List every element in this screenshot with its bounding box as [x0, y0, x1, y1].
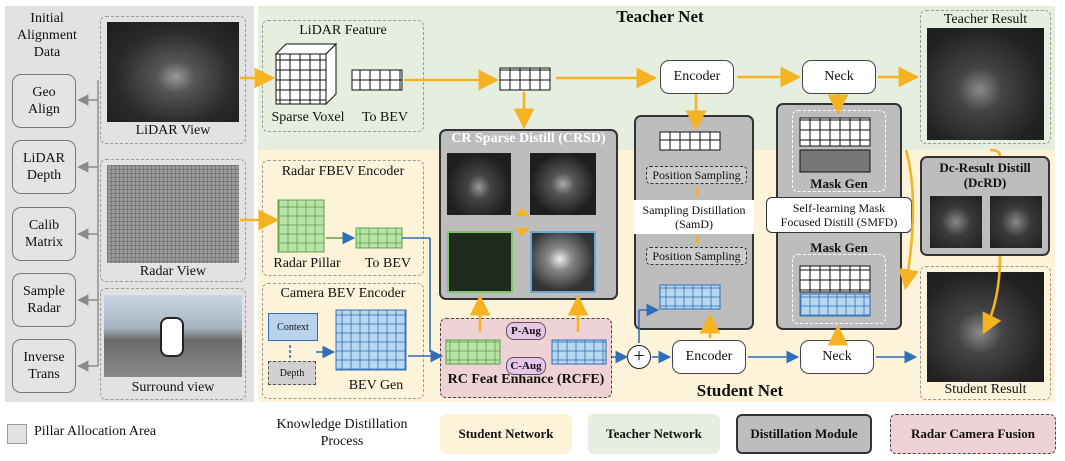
camera-encoder-label: Camera BEV Encoder [280, 286, 406, 301]
mask-student-grid-2 [799, 293, 871, 317]
lidar-view-label: LiDAR View [135, 123, 211, 138]
student-result-label: Student Result [944, 382, 1027, 397]
radar-pillar-label: Radar Pillar [273, 256, 341, 271]
p-aug-chip: P-Aug [506, 322, 546, 340]
sparse-voxel-label: Sparse Voxel [271, 110, 345, 125]
teacher-bev-grid-2 [499, 67, 551, 91]
context-block: Context [268, 313, 318, 341]
fusion-sum-icon: + [627, 345, 651, 369]
mask-gen-top-label: Mask Gen [810, 176, 868, 191]
sidebar-title: Initial Alignment Data [17, 11, 77, 60]
radar-view-label: Radar View [139, 264, 207, 279]
camera-bev-cube [335, 309, 407, 371]
teacher-net-title: Teacher Net [616, 7, 704, 26]
student-to-bev-label: To BEV [364, 256, 412, 271]
dcrd-title: Dc-Result Distill(DcRD) [939, 160, 1031, 190]
legend-radar-camera-fusion: Radar Camera Fusion [890, 414, 1056, 454]
sidebar-arrows [77, 80, 99, 372]
legend-distillation-module: Distillation Module [736, 414, 872, 454]
student-neck: Neck [800, 340, 874, 374]
student-flow-arrows [289, 237, 918, 364]
samd-teacher-grid [659, 131, 721, 151]
ego-car-icon [160, 317, 184, 357]
rcfe-camera-grid [551, 339, 607, 365]
kd-arrows [240, 66, 1002, 346]
radar-bev-grid [355, 227, 403, 249]
camera-encoder-panel [262, 283, 424, 399]
teacher-encoder: Encoder [660, 60, 734, 94]
mask-student-grid [799, 265, 871, 293]
crsd-title: CR Sparse Distill (CRSD) [451, 131, 606, 146]
teacher-bev-grid [351, 69, 403, 91]
legend-teacher-network: Teacher Network [588, 414, 720, 454]
crsd-lidar-image [447, 153, 511, 215]
mask-gen-bottom-panel [792, 254, 886, 324]
dcrd-image-right [990, 196, 1042, 248]
rcfe-radar-grid [445, 339, 501, 365]
rcfe-title: RC Feat Enhance (RCFE) [447, 372, 605, 387]
radar-view-image [107, 165, 239, 263]
student-result-panel [920, 266, 1051, 400]
legend-pillar-label: Pillar Allocation Area [34, 424, 157, 439]
crsd-radar-feature-image [447, 231, 513, 293]
surround-view-panel [100, 288, 246, 400]
samd-student-grid [659, 284, 721, 310]
teacher-result-image [927, 28, 1044, 140]
teacher-to-bev-label: To BEV [361, 110, 409, 125]
legend-student-network: Student Network [440, 414, 572, 454]
bev-gen-label: BEV Gen [348, 378, 404, 393]
teacher-neck: Neck [802, 60, 876, 94]
student-net-title: Student Net [696, 381, 784, 400]
samd-label: Sampling Distillation(SamD) [634, 200, 754, 234]
lidar-view-panel [100, 16, 246, 144]
position-sampling-bottom: Position Sampling [646, 247, 747, 265]
teacher-result-label: Teacher Result [943, 12, 1028, 27]
sparse-voxel-cube [274, 42, 338, 106]
radar-encoder-label: Radar FBEV Encoder [281, 164, 405, 179]
crsd-lidar-image-2 [530, 153, 596, 215]
lidar-feature-label: LiDAR Feature [299, 23, 387, 38]
radar-pillar-cube [277, 199, 325, 253]
dcrd-image-left [930, 196, 982, 248]
c-aug-chip: C-Aug [506, 357, 546, 375]
depth-block: Depth [268, 361, 316, 385]
surround-view-label: Surround view [131, 380, 215, 395]
student-encoder: Encoder [672, 340, 746, 374]
mask-gen-bottom-label: Mask Gen [810, 240, 868, 255]
crsd-camera-feature-image [530, 231, 596, 293]
teacher-result-panel [920, 10, 1051, 144]
crsd-double-arrow-2 [515, 228, 530, 236]
lidar-view-image [107, 22, 239, 122]
crsd-double-arrow [515, 208, 530, 216]
position-sampling-top: Position Sampling [646, 166, 747, 184]
mask-teacher-grid-2 [799, 149, 871, 173]
mask-teacher-grid [799, 117, 871, 147]
legend-pillar-swatch [7, 424, 27, 444]
